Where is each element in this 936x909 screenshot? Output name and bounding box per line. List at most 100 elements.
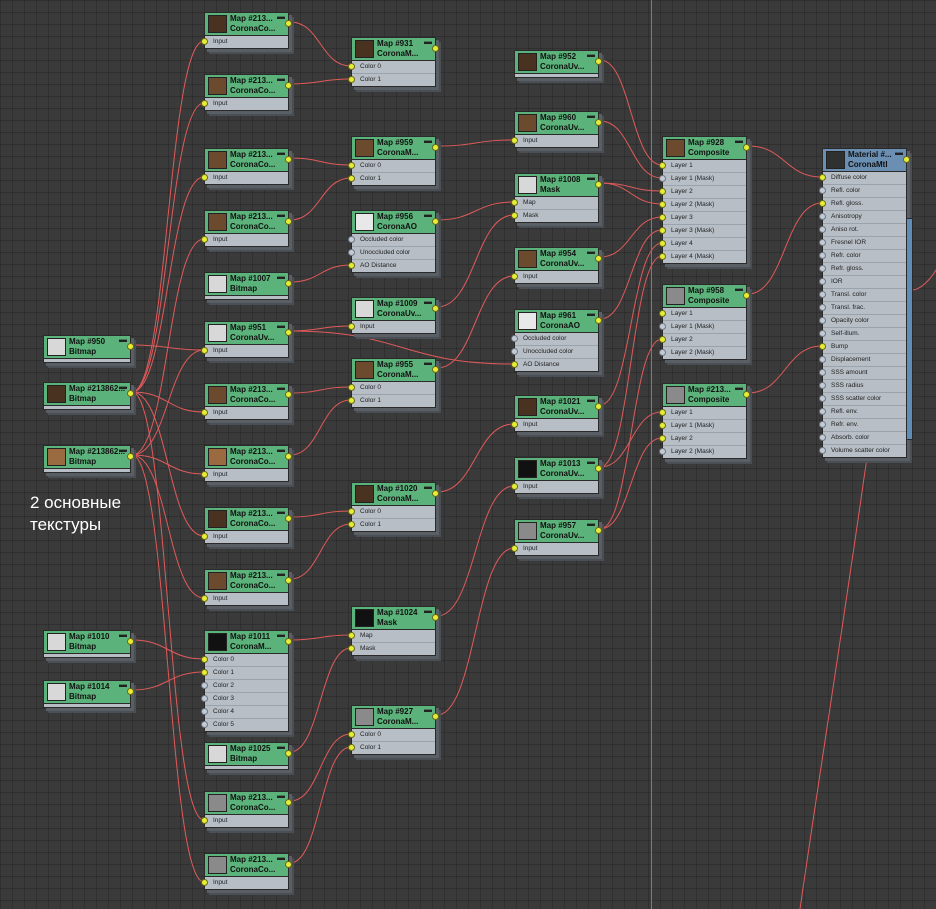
input-slot[interactable]: Input [515, 271, 598, 283]
node-header[interactable]: Map #213...CoronaCo...▬ [204, 383, 289, 406]
input-slot[interactable]: Color 0 [352, 506, 435, 518]
input-slot[interactable]: Layer 2 (Mask) [663, 445, 746, 458]
input-socket[interactable] [819, 304, 826, 311]
minimize-icon[interactable]: ▬ [119, 631, 127, 639]
input-socket[interactable] [819, 200, 826, 207]
minimize-icon[interactable]: ▬ [424, 298, 432, 306]
input-socket[interactable] [659, 188, 666, 195]
node-m213862b[interactable]: Map #213862...Bitmap▬ [43, 445, 131, 473]
minimize-icon[interactable]: ▬ [587, 520, 595, 528]
output-socket[interactable] [127, 688, 134, 695]
input-socket[interactable] [819, 291, 826, 298]
node-m1014[interactable]: Map #1014Bitmap▬ [43, 680, 131, 708]
input-socket[interactable] [348, 384, 355, 391]
input-slot[interactable]: Refr. env. [823, 418, 906, 431]
input-socket[interactable] [201, 174, 208, 181]
input-slot[interactable]: Refl. gloss. [823, 197, 906, 210]
output-socket[interactable] [903, 156, 910, 163]
input-slot[interactable]: Color 1 [205, 666, 288, 679]
input-slot[interactable]: Layer 1 [663, 407, 746, 419]
node-header[interactable]: Map #213...CoronaCo...▬ [204, 569, 289, 592]
node-header[interactable]: Map #1024Mask▬ [351, 606, 436, 629]
node-c3[interactable]: Map #213...CoronaCo...▬Input [204, 148, 289, 185]
node-header[interactable]: Map #955CoronaM...▬ [351, 358, 436, 381]
minimize-icon[interactable]: ▬ [587, 396, 595, 404]
input-socket[interactable] [659, 253, 666, 260]
input-slot[interactable]: Color 3 [205, 692, 288, 705]
minimize-icon[interactable]: ▬ [277, 792, 285, 800]
input-slot[interactable]: SSS amount [823, 366, 906, 379]
node-m1020[interactable]: Map #1020CoronaM...▬Color 0Color 1 [351, 482, 436, 532]
minimize-icon[interactable]: ▬ [277, 75, 285, 83]
input-slot[interactable]: Input [205, 98, 288, 110]
input-socket[interactable] [659, 336, 666, 343]
input-slot[interactable]: Layer 4 (Mask) [663, 250, 746, 263]
input-slot[interactable]: Color 2 [205, 679, 288, 692]
node-m928[interactable]: Map #928Composite▬Layer 1Layer 1 (Mask)L… [662, 136, 747, 264]
input-slot[interactable]: Layer 3 (Mask) [663, 224, 746, 237]
input-socket[interactable] [511, 545, 518, 552]
input-socket[interactable] [659, 435, 666, 442]
input-socket[interactable] [819, 434, 826, 441]
minimize-icon[interactable]: ▬ [424, 607, 432, 615]
node-header[interactable]: Map #1025Bitmap▬ [204, 742, 289, 765]
node-m1011[interactable]: Map #1011CoronaM...▬Color 0Color 1Color … [204, 630, 289, 732]
node-c9[interactable]: Map #213...CoronaCo...▬Input [204, 791, 289, 828]
node-m1008[interactable]: Map #1008Mask▬MapMask [514, 173, 599, 223]
input-socket[interactable] [201, 595, 208, 602]
input-slot[interactable]: Input [205, 407, 288, 419]
output-socket[interactable] [285, 577, 292, 584]
node-header[interactable]: Map #1021CoronaUv...▬ [514, 395, 599, 418]
node-header[interactable]: Map #960CoronaUv...▬ [514, 111, 599, 134]
node-m955[interactable]: Map #955CoronaM...▬Color 0Color 1 [351, 358, 436, 408]
input-slot[interactable]: Input [205, 172, 288, 184]
input-slot[interactable]: Refr. color [823, 249, 906, 262]
output-socket[interactable] [285, 20, 292, 27]
input-socket[interactable] [201, 471, 208, 478]
input-socket[interactable] [659, 214, 666, 221]
input-socket[interactable] [659, 175, 666, 182]
input-socket[interactable] [511, 199, 518, 206]
minimize-icon[interactable]: ▬ [277, 508, 285, 516]
input-slot[interactable]: Refr. gloss. [823, 262, 906, 275]
node-header[interactable]: Map #213...CoronaCo...▬ [204, 74, 289, 97]
minimize-icon[interactable]: ▬ [119, 681, 127, 689]
input-socket[interactable] [511, 212, 518, 219]
node-m213c[interactable]: Map #213...Composite▬Layer 1Layer 1 (Mas… [662, 383, 747, 459]
node-m952[interactable]: Map #952CoronaUv...▬ [514, 50, 599, 78]
input-socket[interactable] [201, 708, 208, 715]
input-socket[interactable] [819, 213, 826, 220]
minimize-icon[interactable]: ▬ [424, 359, 432, 367]
minimize-icon[interactable]: ▬ [424, 137, 432, 145]
node-header[interactable]: Map #961CoronaAO▬ [514, 309, 599, 332]
input-slot[interactable]: Occluded color [352, 234, 435, 246]
input-slot[interactable]: Map [515, 197, 598, 209]
node-header[interactable]: Map #954CoronaUv...▬ [514, 247, 599, 270]
input-slot[interactable]: Input [515, 543, 598, 555]
minimize-icon[interactable]: ▬ [424, 483, 432, 491]
node-m1024[interactable]: Map #1024Mask▬MapMask [351, 606, 436, 656]
input-socket[interactable] [201, 409, 208, 416]
input-socket[interactable] [819, 187, 826, 194]
input-slot[interactable]: Input [205, 469, 288, 481]
input-slot[interactable]: Anisotropy [823, 210, 906, 223]
input-slot[interactable]: Input [352, 321, 435, 333]
node-m957[interactable]: Map #957CoronaUv...▬Input [514, 519, 599, 556]
output-socket[interactable] [285, 861, 292, 868]
input-slot[interactable]: Layer 1 (Mask) [663, 320, 746, 333]
material-scrollbar[interactable] [906, 218, 913, 440]
output-socket[interactable] [127, 638, 134, 645]
input-socket[interactable] [201, 669, 208, 676]
node-m958[interactable]: Map #958Composite▬Layer 1Layer 1 (Mask)L… [662, 284, 747, 360]
input-slot[interactable]: Input [205, 815, 288, 827]
output-socket[interactable] [595, 527, 602, 534]
node-header[interactable]: Map #1010Bitmap▬ [43, 630, 131, 653]
input-slot[interactable]: Unoccluded color [515, 345, 598, 358]
node-header[interactable]: Map #950Bitmap▬ [43, 335, 131, 358]
minimize-icon[interactable]: ▬ [895, 149, 903, 157]
input-slot[interactable]: Diffuse color [823, 172, 906, 184]
input-socket[interactable] [348, 162, 355, 169]
input-slot[interactable]: Input [515, 481, 598, 493]
node-m959[interactable]: Map #959CoronaM...▬Color 0Color 1 [351, 136, 436, 186]
node-m960[interactable]: Map #960CoronaUv...▬Input [514, 111, 599, 148]
